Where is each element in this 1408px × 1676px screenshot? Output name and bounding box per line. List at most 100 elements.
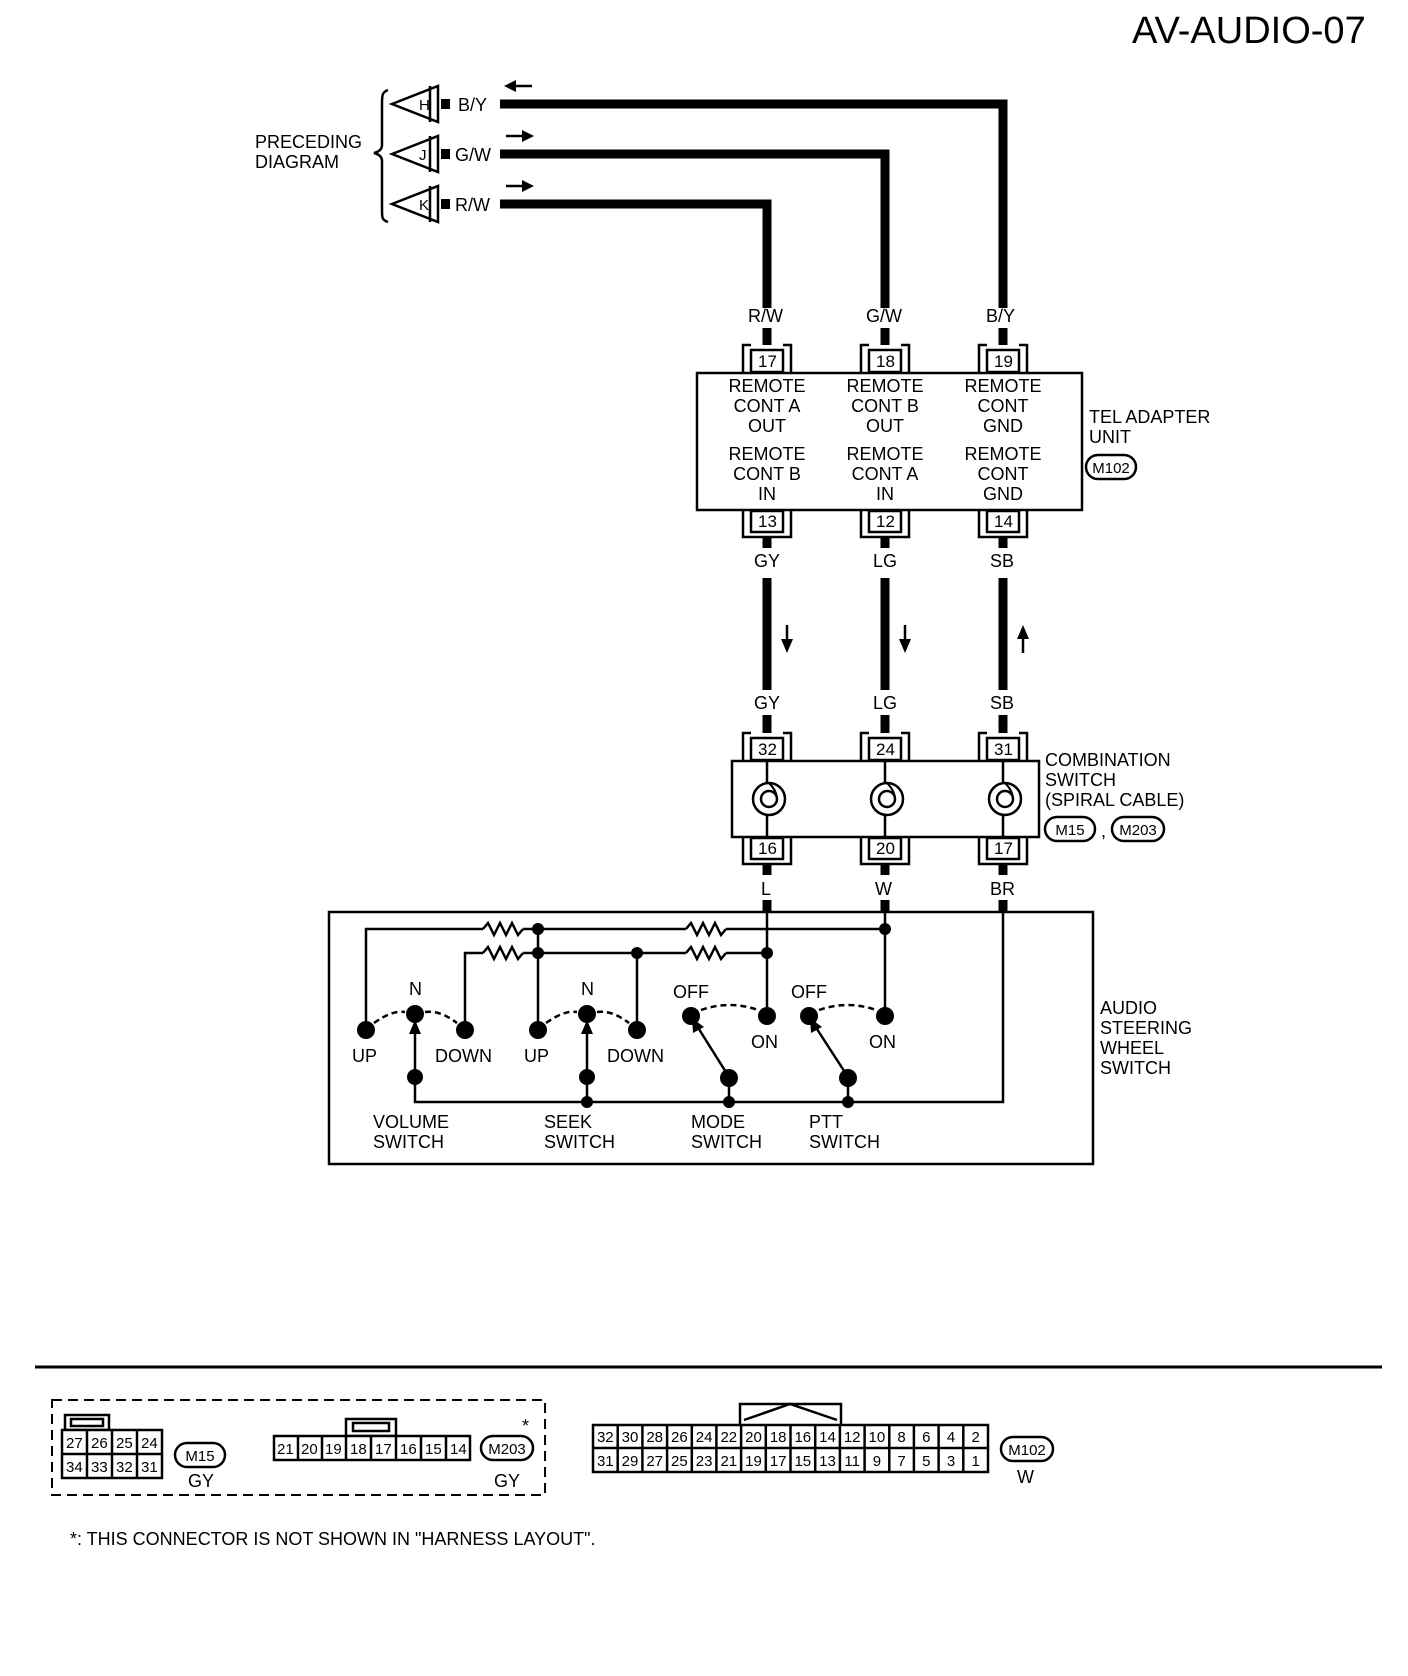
tel-top-pins: 17 18 19 (741, 343, 1029, 374)
footnote: *: THIS CONNECTOR IS NOT SHOWN IN "HARNE… (70, 1529, 596, 1549)
svg-text:20: 20 (301, 1441, 318, 1458)
comb-bottom-pins: 16 20 17 (741, 836, 1029, 866)
m102-pin-bottom: 23 (696, 1453, 713, 1470)
connector-view-m203: 21 20 19 18 17 16 15 14 M203 * GY (272, 1416, 535, 1491)
comb-top-wire-3: SB (990, 693, 1014, 713)
m102-pin-top: 6 (922, 1429, 930, 1446)
m102-pin-bottom: 31 (597, 1453, 614, 1470)
wire-label-by: B/Y (458, 95, 487, 115)
spiral-cable-coils (751, 761, 1023, 837)
svg-text:15: 15 (425, 1441, 442, 1458)
m102-pin-bottom: 27 (646, 1453, 663, 1470)
ptt-off-label: OFF (791, 982, 827, 1002)
svg-text:M15: M15 (1055, 822, 1084, 839)
mode-switch: OFF ON MODE SWITCH (673, 982, 778, 1152)
svg-text:GND: GND (983, 416, 1023, 436)
svg-text:25: 25 (116, 1435, 133, 1452)
ptt-on-label: ON (869, 1032, 896, 1052)
tel-adapter-box (695, 371, 1084, 512)
m102-pin-top: 14 (819, 1429, 836, 1446)
m102-pin-bottom: 13 (819, 1453, 836, 1470)
steering-switch-name: AUDIO STEERING WHEEL SWITCH (1100, 998, 1192, 1078)
tel-bottom-wire-2: LG (873, 551, 897, 571)
m102-pin-bottom: 11 (844, 1453, 860, 1470)
svg-text:J: J (419, 147, 427, 164)
svg-text:REMOTE: REMOTE (846, 444, 923, 464)
m102-pin-bottom: 5 (922, 1453, 930, 1470)
m102-pin-bottom: 19 (745, 1453, 762, 1470)
seek-switch-name-1: SEEK (544, 1112, 592, 1132)
svg-text:32: 32 (116, 1459, 133, 1476)
svg-text:OUT: OUT (866, 416, 904, 436)
mode-switch-name-2: SWITCH (691, 1132, 762, 1152)
svg-text:32: 32 (758, 740, 777, 759)
svg-text:31: 31 (994, 740, 1013, 759)
m102-pin-top: 32 (597, 1429, 614, 1446)
mode-on-label: ON (751, 1032, 778, 1052)
svg-text:24: 24 (141, 1435, 158, 1452)
svg-text:IN: IN (876, 484, 894, 504)
ptt-switch-name-2: SWITCH (809, 1132, 880, 1152)
m102-pin-bottom: 21 (720, 1453, 737, 1470)
mode-switch-name-1: MODE (691, 1112, 745, 1132)
svg-text:17: 17 (994, 839, 1013, 858)
volume-up-label: UP (352, 1046, 377, 1066)
m102-pin-bottom: 17 (770, 1453, 787, 1470)
wires-middle (762, 578, 1029, 690)
m102-pin-top: 4 (947, 1429, 955, 1446)
svg-text:WHEEL: WHEEL (1100, 1038, 1164, 1058)
svg-text:AUDIO: AUDIO (1100, 998, 1157, 1018)
comb-top-wire-1: GY (754, 693, 780, 713)
connector-badge-m203: M203 (1110, 815, 1166, 843)
m102-pin-top: 20 (745, 1429, 762, 1446)
badge-separator: , (1101, 821, 1106, 841)
connector-badge-m15: M15 (1043, 815, 1097, 843)
tel-adapter-name-2: UNIT (1089, 427, 1131, 447)
tel-top-wire-3: B/Y (986, 306, 1015, 326)
svg-text:GND: GND (983, 484, 1023, 504)
svg-text:CONT: CONT (978, 464, 1029, 484)
svg-text:REMOTE: REMOTE (846, 376, 923, 396)
volume-switch-name-2: SWITCH (373, 1132, 444, 1152)
ptt-switch-name-1: PTT (809, 1112, 843, 1132)
wire-label-rw: R/W (455, 195, 490, 215)
svg-text:GY: GY (494, 1471, 520, 1491)
svg-text:SWITCH: SWITCH (1100, 1058, 1171, 1078)
m102-pin-top: 30 (622, 1429, 639, 1446)
volume-switch-name-1: VOLUME (373, 1112, 449, 1132)
svg-text:19: 19 (994, 352, 1013, 371)
svg-text:REMOTE: REMOTE (964, 444, 1041, 464)
connector-k: K R/W (388, 184, 490, 224)
steering-internal-circuit (364, 912, 1005, 1108)
svg-text:W: W (1017, 1467, 1034, 1487)
seek-switch-name-2: SWITCH (544, 1132, 615, 1152)
comb-name-1: COMBINATION (1045, 750, 1171, 770)
comb-top-pins: 32 24 31 (741, 731, 1029, 762)
m102-pin-bottom: 3 (947, 1453, 955, 1470)
comb-name-3: (SPIRAL CABLE) (1045, 790, 1184, 810)
m102-pin-top: 28 (646, 1429, 663, 1446)
comb-top-wire-2: LG (873, 693, 897, 713)
volume-n-label: N (409, 979, 422, 999)
preceding-brace (373, 88, 389, 224)
svg-text:21: 21 (277, 1441, 294, 1458)
svg-text:IN: IN (758, 484, 776, 504)
m102-pin-top: 22 (720, 1429, 737, 1446)
m102-pin-bottom: 9 (873, 1453, 881, 1470)
m102-pin-bottom: 25 (671, 1453, 688, 1470)
svg-text:20: 20 (876, 839, 895, 858)
svg-text:31: 31 (141, 1459, 158, 1476)
svg-text:*: * (522, 1416, 529, 1436)
svg-text:17: 17 (375, 1441, 392, 1458)
svg-text:GY: GY (188, 1471, 214, 1491)
m102-pin-top: 12 (844, 1429, 861, 1446)
ptt-switch: OFF ON PTT SWITCH (791, 982, 896, 1152)
svg-text:14: 14 (450, 1441, 467, 1458)
connector-badge-m102-view: M102 W (999, 1435, 1055, 1487)
tel-bottom-wire-1: GY (754, 551, 780, 571)
seek-up-label: UP (524, 1046, 549, 1066)
svg-text:M203: M203 (488, 1441, 526, 1458)
svg-text:CONT B: CONT B (851, 396, 919, 416)
svg-text:CONT A: CONT A (734, 396, 801, 416)
